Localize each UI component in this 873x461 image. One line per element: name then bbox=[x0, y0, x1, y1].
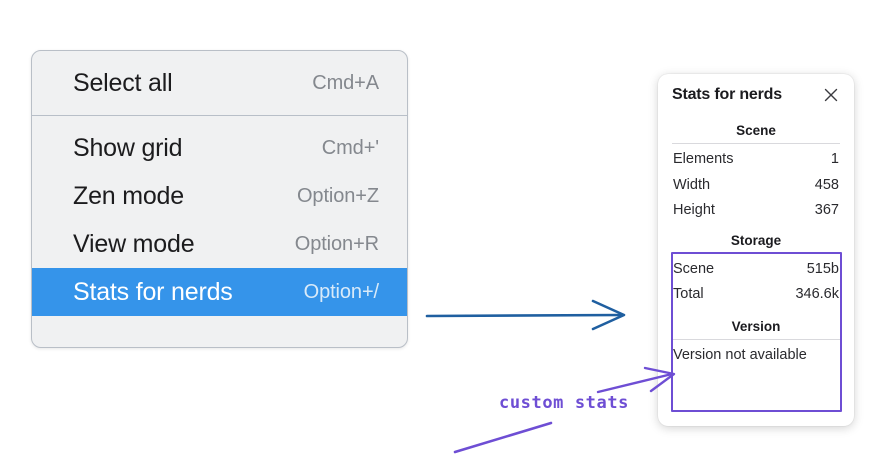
callout-underline bbox=[453, 421, 553, 454]
menu-item-select-all[interactable]: Select all Cmd+A bbox=[32, 59, 407, 107]
menu-item-shortcut: Cmd+' bbox=[321, 136, 379, 159]
stat-row: Width 458 bbox=[672, 173, 840, 199]
stat-row: Total 346.6k bbox=[672, 282, 840, 308]
section-storage: Storage Scene 515b Total 346.6k bbox=[672, 230, 840, 308]
menu-item-zen-mode[interactable]: Zen mode Option+Z bbox=[32, 172, 407, 220]
stat-row: Height 367 bbox=[672, 198, 840, 224]
menu-group-1: Select all Cmd+A bbox=[32, 51, 407, 115]
menu-separator bbox=[32, 115, 407, 116]
menu-item-label: Stats for nerds bbox=[73, 277, 233, 306]
flow-arrow bbox=[425, 299, 626, 331]
panel-title: Stats for nerds bbox=[672, 86, 782, 103]
section-heading: Scene bbox=[736, 123, 776, 138]
menu-item-stats-for-nerds[interactable]: Stats for nerds Option+/ bbox=[32, 268, 407, 316]
stat-key: Width bbox=[673, 176, 711, 193]
stat-row: Scene 515b bbox=[672, 257, 840, 283]
section-version: Version Version not available bbox=[672, 316, 840, 367]
stat-key: Total bbox=[673, 286, 704, 303]
panel-header: Stats for nerds bbox=[672, 86, 840, 104]
stat-value: 1 bbox=[830, 151, 839, 167]
menu-item-label: View mode bbox=[73, 229, 195, 258]
menu-item-shortcut: Cmd+A bbox=[312, 71, 379, 94]
close-icon[interactable] bbox=[822, 86, 840, 104]
stat-value: 458 bbox=[814, 176, 839, 193]
section-divider bbox=[672, 252, 840, 254]
callout-label: custom stats bbox=[499, 393, 630, 413]
stat-row: Elements 1 bbox=[672, 147, 840, 173]
menu-item-view-mode[interactable]: View mode Option+R bbox=[32, 220, 407, 268]
section-divider bbox=[672, 143, 840, 144]
section-heading: Version bbox=[731, 318, 781, 334]
stat-value: 346.6k bbox=[795, 286, 839, 303]
menu-item-shortcut: Option+Z bbox=[296, 184, 379, 207]
stat-key: Height bbox=[673, 202, 715, 219]
stat-key: Elements bbox=[673, 151, 734, 167]
section-heading: Storage bbox=[730, 232, 782, 248]
context-menu[interactable]: Select all Cmd+A Show grid Cmd+' Zen mod… bbox=[31, 50, 408, 348]
menu-item-shortcut: Option+R bbox=[294, 232, 379, 255]
menu-item-label: Show grid bbox=[73, 133, 183, 162]
stat-value: 367 bbox=[814, 202, 839, 219]
menu-item-shortcut: Option+/ bbox=[303, 280, 379, 303]
stat-key: Scene bbox=[673, 260, 715, 277]
menu-item-label: Select all bbox=[73, 68, 173, 97]
section-divider bbox=[672, 338, 840, 340]
menu-item-show-grid[interactable]: Show grid Cmd+' bbox=[32, 124, 407, 172]
stat-value: 515b bbox=[806, 260, 839, 277]
version-text: Version not available bbox=[673, 346, 807, 363]
menu-group-2: Show grid Cmd+' Zen mode Option+Z View m… bbox=[32, 116, 407, 324]
menu-item-label: Zen mode bbox=[73, 181, 184, 210]
stats-for-nerds-panel: Stats for nerds Scene Elements 1 Width 4… bbox=[658, 74, 854, 426]
section-scene: Scene Elements 1 Width 458 Height 367 bbox=[672, 120, 840, 224]
